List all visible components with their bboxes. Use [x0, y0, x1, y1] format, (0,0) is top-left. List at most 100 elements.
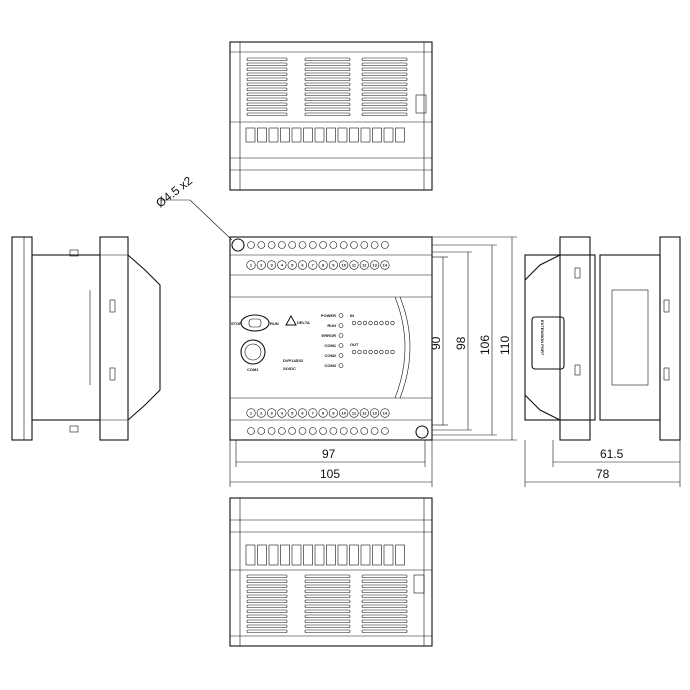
vent-slot [304, 112, 351, 116]
terminal-block [383, 544, 394, 566]
terminal-number: 6 [301, 263, 304, 268]
vent-slot [246, 584, 288, 588]
vent-slot [361, 629, 408, 633]
delta-logo-icon [285, 314, 297, 326]
terminal-screw-top [370, 241, 379, 249]
terminal-screw [267, 260, 277, 270]
in-led [373, 320, 379, 326]
terminal-screw-top [298, 241, 307, 249]
terminal-block [395, 544, 405, 566]
terminal-block [280, 544, 290, 566]
vent-slot [304, 599, 351, 603]
vent-slot [246, 67, 288, 71]
led-label: COM1 [324, 343, 336, 348]
terminal-screw [246, 260, 256, 270]
terminal-block [314, 544, 325, 566]
vent-slot [246, 604, 288, 608]
terminal-screw-top [370, 427, 379, 435]
vent-slot [246, 579, 288, 583]
bottom-view [229, 497, 433, 647]
vent-slot [304, 584, 351, 588]
led-indicator [338, 313, 344, 318]
model-label: DVP14SS2 [283, 358, 304, 363]
terminal-number: 4 [281, 263, 284, 268]
terminal-number: 1 [250, 411, 253, 416]
vent-slot [361, 102, 408, 106]
terminal-screw-top [288, 427, 297, 435]
out-led [379, 349, 384, 355]
vent-slot [304, 609, 351, 613]
terminal-number: 13 [372, 411, 377, 416]
led-indicator [338, 353, 344, 358]
terminal-screw [308, 260, 318, 270]
depth-61-5: 61.5 [600, 447, 624, 461]
out-label: OUT [350, 342, 359, 347]
terminal-screw-top [308, 427, 317, 435]
vent-slot [304, 57, 351, 61]
out-led [384, 349, 390, 355]
terminal-number: 3 [270, 411, 273, 416]
vent-slot [361, 579, 408, 583]
width-105: 105 [320, 467, 340, 481]
terminal-number: 10 [341, 411, 346, 416]
terminal-number: 10 [341, 263, 346, 268]
terminal-screw-top [329, 427, 338, 435]
out-led [357, 349, 362, 355]
terminal-screw-top [381, 427, 389, 435]
out-led [373, 349, 379, 355]
vent-slot [246, 82, 288, 86]
led-label: ERROR [322, 333, 337, 338]
vent-slot [246, 102, 288, 106]
terminal-screw [359, 408, 369, 418]
terminal-block [395, 127, 405, 143]
terminal-number: 4 [281, 411, 284, 416]
vent-slot [246, 112, 288, 116]
terminal-block [245, 544, 256, 566]
height-98: 98 [454, 336, 468, 350]
terminal-block [360, 544, 371, 566]
vent-slot [246, 589, 288, 593]
terminal-screw-top [278, 427, 286, 435]
height-106: 106 [478, 335, 492, 355]
terminal-number: 2 [260, 263, 263, 268]
vent-slot [246, 629, 288, 633]
terminal-block [303, 544, 313, 566]
terminal-number: 12 [362, 263, 367, 268]
vent-slot [304, 579, 351, 583]
terminal-number: 12 [362, 411, 367, 416]
vent-slot [304, 87, 351, 91]
terminal-number: 5 [291, 263, 294, 268]
terminal-screw-top [319, 241, 327, 249]
terminal-screw [246, 408, 256, 418]
vent-slot [246, 72, 288, 76]
vent-slot [246, 77, 288, 81]
terminal-block [268, 127, 279, 143]
vent-slot [361, 92, 408, 96]
terminal-screw [308, 408, 318, 418]
terminal-block [372, 544, 382, 566]
terminal-block [257, 544, 267, 566]
in-label: IN [350, 313, 354, 318]
vent-slot [304, 72, 351, 76]
terminal-screw [349, 260, 359, 270]
vent-slot [304, 629, 351, 633]
vent-slot [361, 57, 408, 61]
vent-slot [361, 97, 408, 101]
vent-slot [304, 614, 351, 618]
vent-slot [361, 112, 408, 116]
terminal-screw-top [288, 241, 297, 249]
vent-slot [246, 574, 288, 578]
terminal-block [291, 127, 302, 143]
vent-slot [361, 624, 408, 628]
vent-slot [246, 619, 288, 623]
vent-slot [361, 574, 408, 578]
vent-slot [361, 87, 408, 91]
vent-slot [304, 67, 351, 71]
in-led [368, 320, 373, 326]
terminal-screw [359, 260, 369, 270]
terminal-number: 2 [260, 411, 263, 416]
depth-78: 78 [596, 467, 610, 481]
led-indicator [338, 363, 344, 368]
out-led [351, 349, 357, 355]
